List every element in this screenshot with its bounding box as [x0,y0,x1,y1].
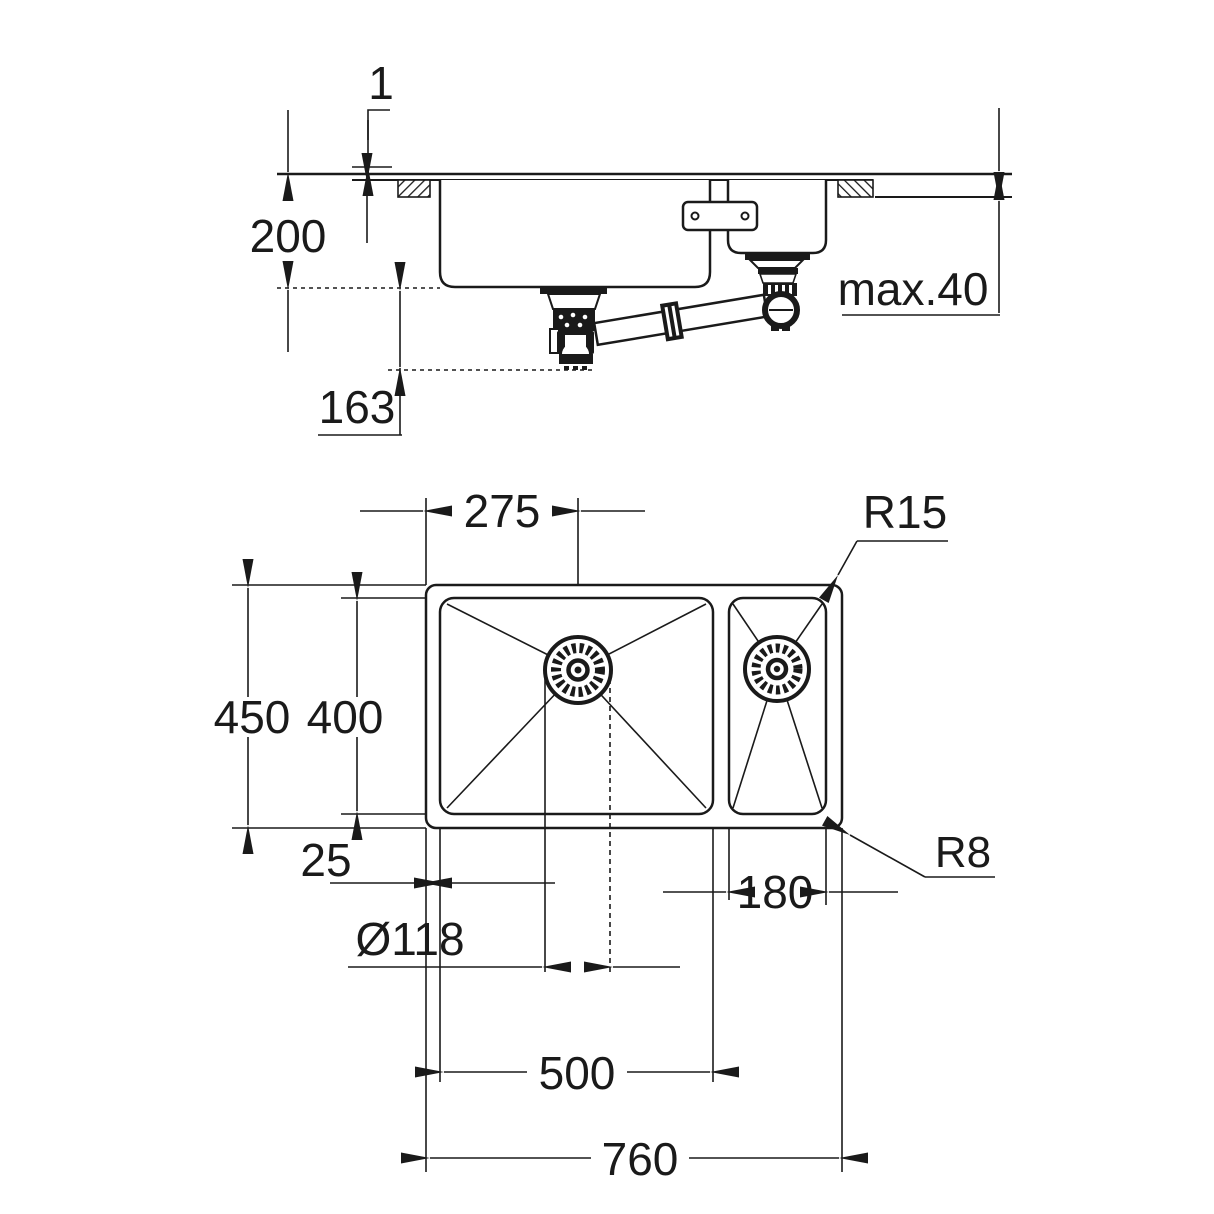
dim-label: max.40 [838,263,989,315]
main-bowl-section [438,180,712,289]
dim-radius-outer: R8 [822,816,995,878]
plan-view: 275 R15 450 400 25 180 [214,485,995,1185]
drain-pipe [592,293,769,347]
dim-rim-offset: 1 [352,57,394,243]
bracket-hole-left [690,211,700,221]
dim-label: 450 [214,691,291,743]
small-drain [743,635,811,703]
dim-outer-depth: 450 [214,559,291,854]
main-drain [543,635,613,705]
dim-label: 400 [307,691,384,743]
main-bowl [438,596,715,816]
dim-drain-height: 163 [318,262,406,436]
dim-label: R8 [935,828,991,877]
dim-bowl-width: 500 [415,1047,739,1099]
mounting-bracket [681,200,759,232]
bracket-hole-right [740,211,750,221]
dim-label: 1 [368,57,394,109]
section-view: 1 200 163 max.40 [250,57,1012,436]
dim-drain-diameter: Ø118 [348,913,680,973]
small-drain-assembly [745,253,810,331]
dim-small-bowl-width: 180 [663,866,898,918]
countertop-hatch-left [397,179,431,198]
countertop-hatch-right [837,179,874,198]
dim-label: R15 [863,486,947,538]
dim-counter-thickness: max.40 [838,108,1005,316]
dim-outer-width: 760 [401,1133,868,1185]
dim-bowl-depth: 200 [250,110,327,352]
dim-label: Ø118 [355,913,464,965]
dim-radius-bowl: R15 [819,486,948,603]
dim-drain-position: 275 [360,485,645,537]
dim-label: 25 [300,834,351,886]
dim-label: 200 [250,210,327,262]
dim-label: 275 [464,485,541,537]
dim-label: 760 [602,1133,679,1185]
dim-label: 163 [319,381,396,433]
dim-label: 180 [737,866,814,918]
dim-bowl-depth-plan: 400 [307,572,384,840]
dim-edge-margin: 25 [300,834,555,889]
dim-label: 500 [539,1047,616,1099]
small-bowl [727,596,828,816]
main-drain-assembly [540,287,607,370]
